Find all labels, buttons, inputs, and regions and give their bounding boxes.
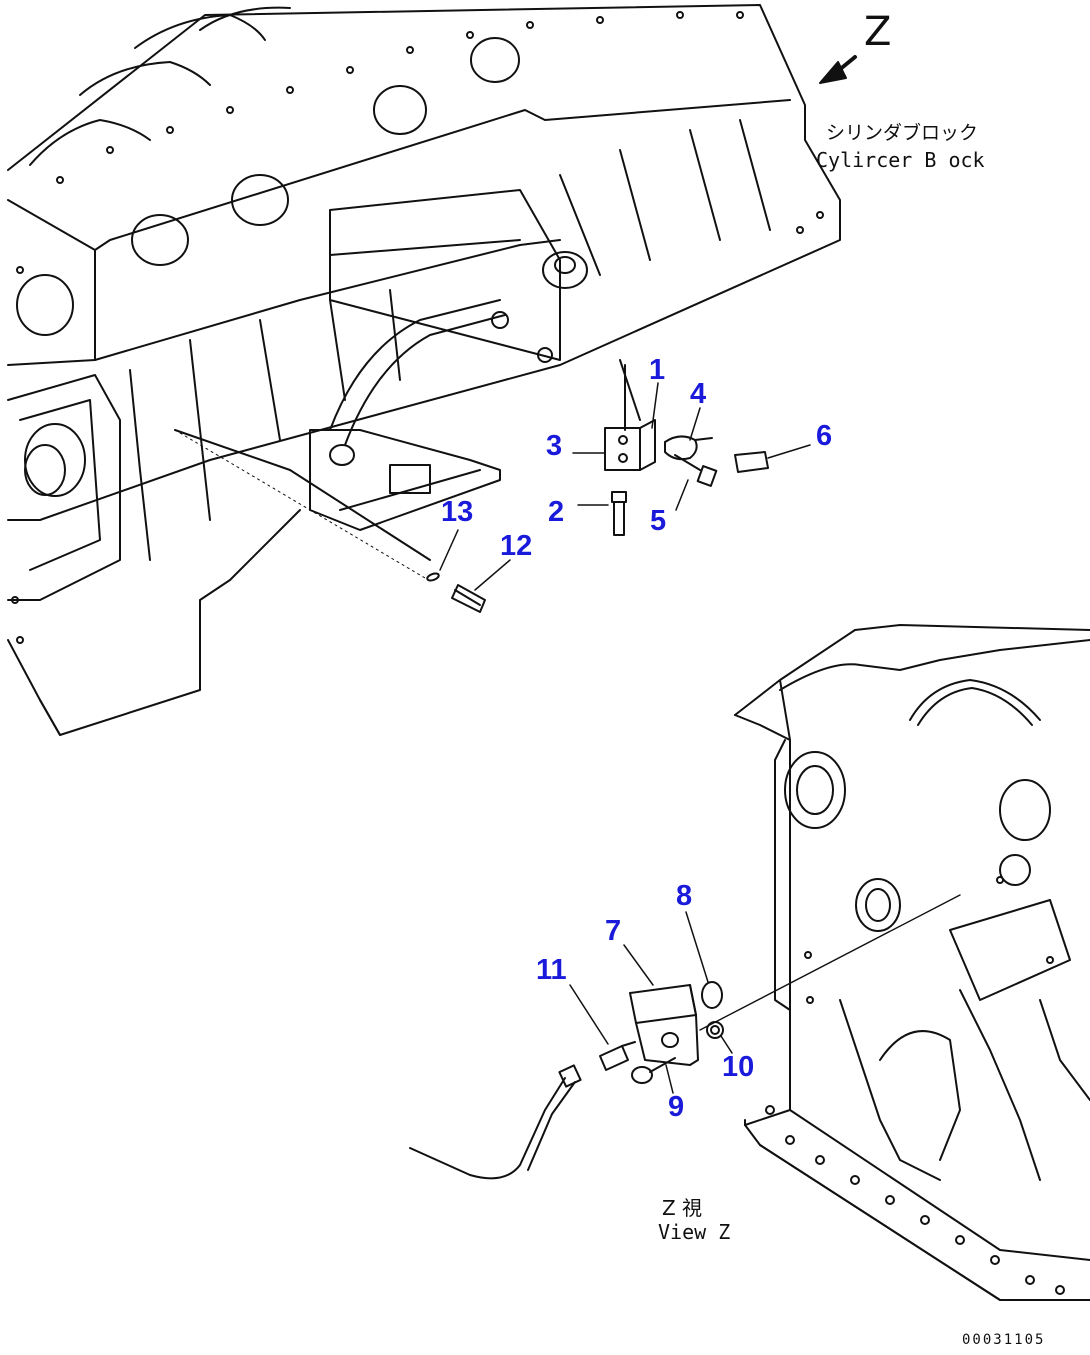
callout-11: 11 [536, 954, 567, 986]
view-z-arrow [819, 55, 857, 84]
callout-4: 4 [690, 378, 707, 410]
document-id: 00031105 [962, 1332, 1046, 1348]
callout-12: 12 [500, 530, 533, 562]
view-z-marker: Z [864, 9, 892, 55]
view-z-label-en: View Z [658, 1220, 731, 1244]
callout-10: 10 [722, 1051, 755, 1083]
upper-exploded-parts [174, 419, 769, 613]
callout-2: 2 [548, 496, 565, 528]
cylinder-block-label-jp: シリンダブロック [826, 122, 979, 144]
cylinder-block-drawing [7, 4, 841, 736]
view-z-label-jp: Z 視 [662, 1196, 703, 1220]
callout-5: 5 [650, 505, 667, 537]
callout-7: 7 [605, 915, 622, 947]
cylinder-block-label-en: Cylircer B ock [816, 148, 985, 172]
callout-8: 8 [676, 880, 693, 912]
callout-6: 6 [816, 420, 833, 452]
callout-13: 13 [441, 496, 474, 528]
lower-exploded-parts [409, 894, 961, 1180]
callout-3: 3 [546, 430, 563, 462]
block-front-view-drawing [734, 624, 1090, 1301]
callout-1: 1 [649, 354, 666, 386]
callout-9: 9 [668, 1091, 685, 1123]
leader-lines [439, 382, 811, 1094]
